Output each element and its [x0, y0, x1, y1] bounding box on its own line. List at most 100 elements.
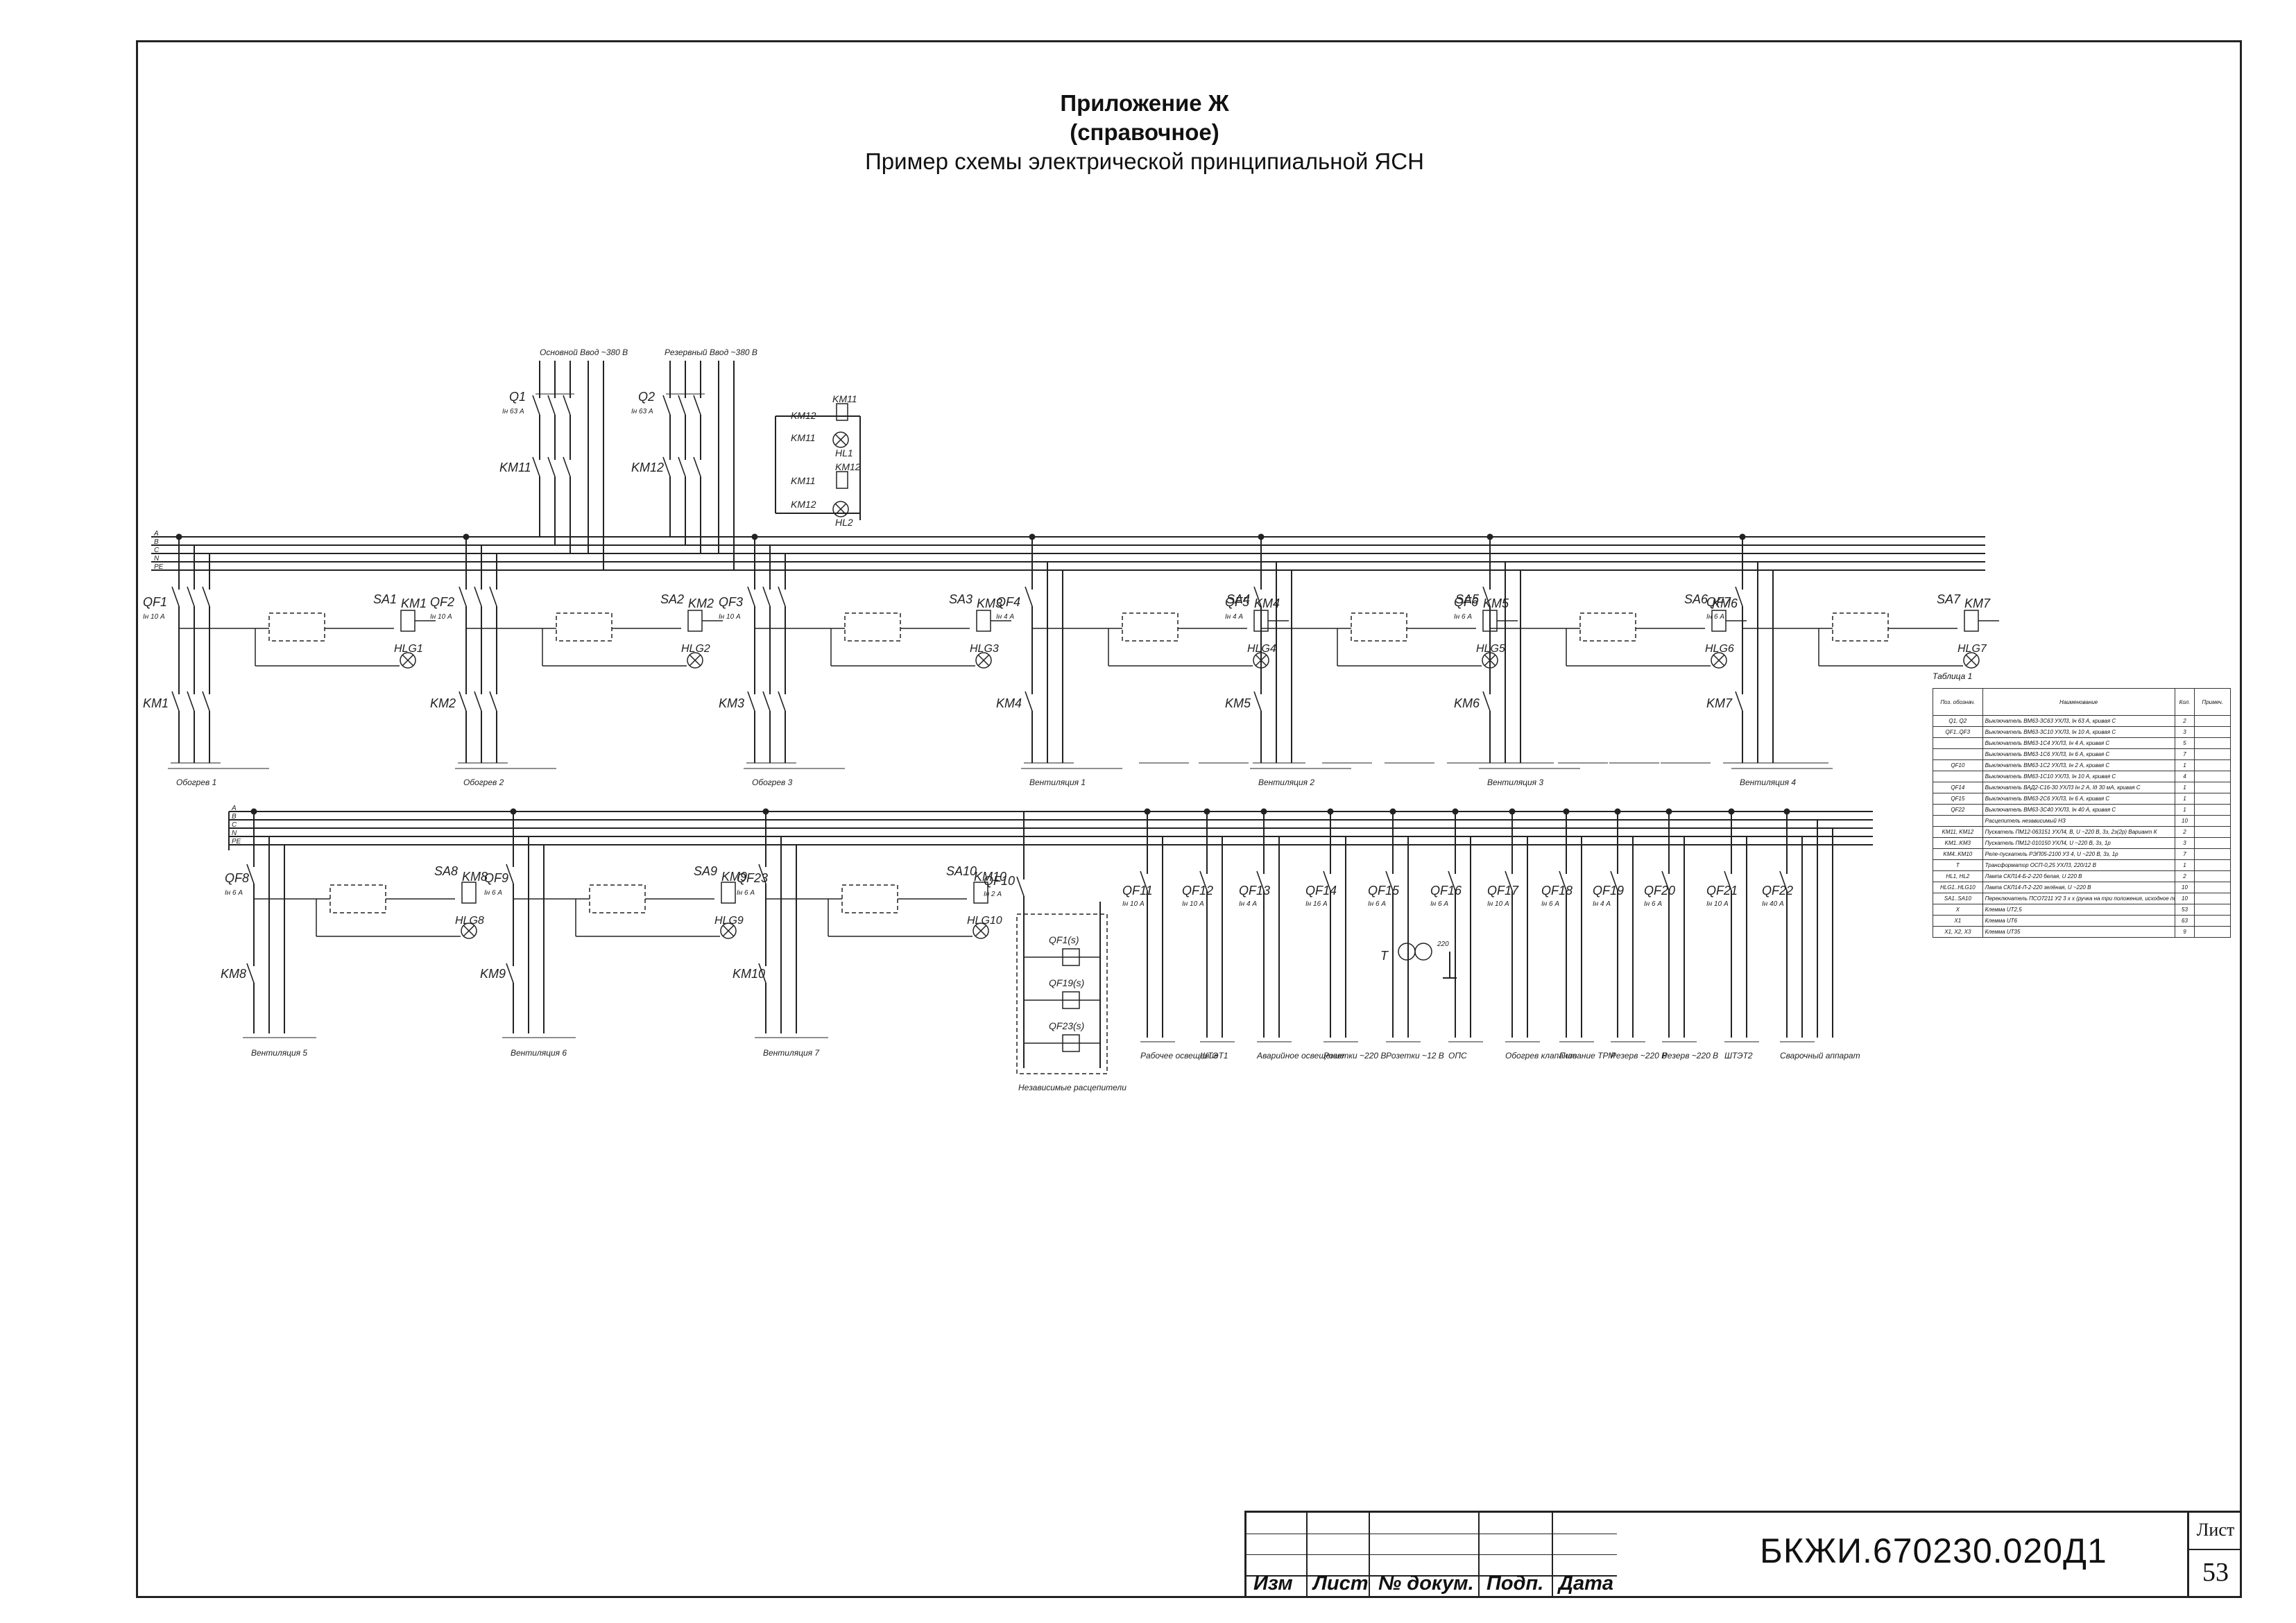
spec-cell: [2194, 804, 2231, 816]
spec-cell: Клемма UT2,5: [1982, 904, 2175, 916]
sheet-number: 53: [2202, 1558, 2229, 1587]
breaker-label: QF6: [1454, 595, 1479, 609]
spec-cell: X: [1933, 904, 1983, 916]
feeder-caption: Обогрев 3: [752, 778, 793, 787]
outgoing-breaker-rating: Iн 6 А: [1430, 900, 1448, 908]
spec-cell: Пускатель ПМ12-063151 УХЛ4, В, U ~220 В,…: [1982, 826, 2175, 838]
spec-cell: Выключатель ВМ63-2С6 УХЛ3, Iн 6 А, крива…: [1982, 793, 2175, 805]
spec-cell: 1: [2174, 793, 2195, 805]
outgoing-caption: Обогрев клапанов: [1505, 1051, 1577, 1060]
outgoing-caption: Рабочее освещение: [1140, 1051, 1219, 1060]
feeder-caption: Вентиляция 6: [511, 1048, 567, 1058]
spec-cell: QF22: [1933, 804, 1983, 816]
outgoing-breaker-label: QF15: [1368, 884, 1400, 898]
coil-label: KM8: [462, 870, 488, 884]
spec-cell: HLG1..HLG10: [1933, 882, 1983, 893]
spec-cell: Выключатель ВМ63-3С40 УХЛ3, Iн 40 А, кри…: [1982, 804, 2175, 816]
spec-cell: [2194, 848, 2231, 860]
contactor-label: KM1: [143, 696, 169, 710]
spec-cell: [2194, 726, 2231, 738]
spec-cell: [2194, 870, 2231, 882]
qf10-rating: Iн 2 А: [984, 891, 1002, 898]
phase-label-row2: A: [231, 805, 237, 812]
spec-cell: [2194, 915, 2231, 927]
spec-table-caption: Таблица 1: [1933, 671, 1973, 681]
selector-switch-label: SA1: [373, 592, 397, 606]
spec-cell: X1, X2, X3: [1933, 926, 1983, 938]
outgoing-breaker-rating: Iн 10 А: [1487, 900, 1509, 908]
outgoing-breaker-rating: Iн 4 А: [1239, 900, 1257, 908]
spec-cell: Лампа СКЛ14-Л-2-220 зелёная, U ~220 В: [1982, 882, 2175, 893]
spec-cell: 10: [2174, 815, 2195, 827]
drawing-frame: [136, 40, 2242, 1598]
selector-switch-label: SA10: [946, 864, 977, 878]
spec-cell: [2194, 737, 2231, 749]
appendix-subtitle: (справочное): [1070, 119, 1219, 145]
outgoing-breaker-label: QF22: [1762, 884, 1793, 898]
feeder-caption: Вентиляция 4: [1740, 778, 1796, 787]
spec-header-name: Наименование: [1982, 688, 2175, 716]
spec-cell: [2194, 859, 2231, 871]
outgoing-caption: ШТЭТ1: [1200, 1051, 1228, 1060]
spec-cell: [2194, 893, 2231, 904]
drawing-heading: Приложение Ж (справочное) Пример схемы э…: [624, 89, 1665, 176]
aux-km12-coil-label: KM12: [835, 461, 861, 472]
appendix-title: Приложение Ж: [1060, 90, 1229, 116]
spec-cell: 2: [2174, 870, 2195, 882]
feeder-lamp-icon: [687, 652, 703, 669]
independent-trip-label: QF23(s): [1049, 1020, 1084, 1031]
outgoing-breaker-label: QF19: [1593, 884, 1624, 898]
independent-trip-label: QF1(s): [1049, 934, 1079, 945]
phase-label-row1: C: [154, 547, 160, 554]
outgoing-caption: Резерв ~220 В: [1662, 1051, 1718, 1060]
spec-cell: 1: [2174, 859, 2195, 871]
outgoing-caption: Сварочный аппарат: [1780, 1051, 1860, 1060]
aux-km12-label-2: KM12: [791, 499, 816, 510]
spec-cell: Лампа СКЛ14-Б-2-220 белая, U 220 В: [1982, 870, 2175, 882]
spec-cell: [2194, 815, 2231, 827]
spec-cell: [2194, 882, 2231, 893]
spec-cell: Трансформатор ОСП-0,25 УХЛ3, 220/12 В: [1982, 859, 2175, 871]
breaker-rating: Iн 10 А: [719, 613, 741, 621]
spec-cell: 1: [2174, 782, 2195, 793]
feeder-caption: Вентиляция 2: [1258, 778, 1314, 787]
transformer-label: T: [1380, 949, 1389, 963]
spec-cell: Выключатель ВМ63-1С10 УХЛ3, Iн 10 А, кри…: [1982, 771, 2175, 782]
selector-switch-label: SA3: [949, 592, 973, 606]
breaker-label: QF1: [143, 595, 167, 609]
spec-cell: Реле-пускатель РЭП05-2100 У3 4, U ~220 В…: [1982, 848, 2175, 860]
spec-cell: 53: [2174, 904, 2195, 916]
spec-cell: 10: [2174, 893, 2195, 904]
breaker-rating: Iн 6 А: [1706, 613, 1724, 621]
feeder-lamp-icon: [400, 652, 416, 669]
drawing-description: Пример схемы электрической принципиально…: [865, 148, 1424, 174]
outgoing-breaker-rating: Iн 16 А: [1305, 900, 1328, 908]
hl1-lamp-icon: [832, 431, 849, 448]
spec-cell: 1: [2174, 759, 2195, 771]
breaker-rating: Iн 4 А: [996, 613, 1014, 621]
aux-km11-coil-label: KM11: [832, 393, 857, 404]
stamp-label-date: Дата: [1559, 1572, 1613, 1595]
km11-label: KM11: [499, 461, 531, 474]
spec-cell: [1933, 748, 1983, 760]
outgoing-breaker-rating: Iн 6 А: [1644, 900, 1662, 908]
spec-cell: KM1..KM3: [1933, 837, 1983, 849]
spec-cell: 7: [2174, 848, 2195, 860]
coil-label: KM2: [688, 596, 714, 610]
revision-grid: Изм Лист № докум. Подп. Дата: [1246, 1513, 1617, 1598]
spec-cell: Расцепитель независимый НЗ: [1982, 815, 2175, 827]
feeder-caption: Вентиляция 1: [1029, 778, 1086, 787]
spec-cell: Q1, Q2: [1933, 715, 1983, 727]
spec-cell: [2194, 826, 2231, 838]
breaker-rating: Iн 10 А: [143, 613, 165, 621]
feeder-caption: Обогрев 1: [176, 778, 216, 787]
sheet-number-box: Лист 53: [2187, 1513, 2242, 1598]
independent-trips-caption: Независимые расцепители: [1018, 1083, 1126, 1092]
